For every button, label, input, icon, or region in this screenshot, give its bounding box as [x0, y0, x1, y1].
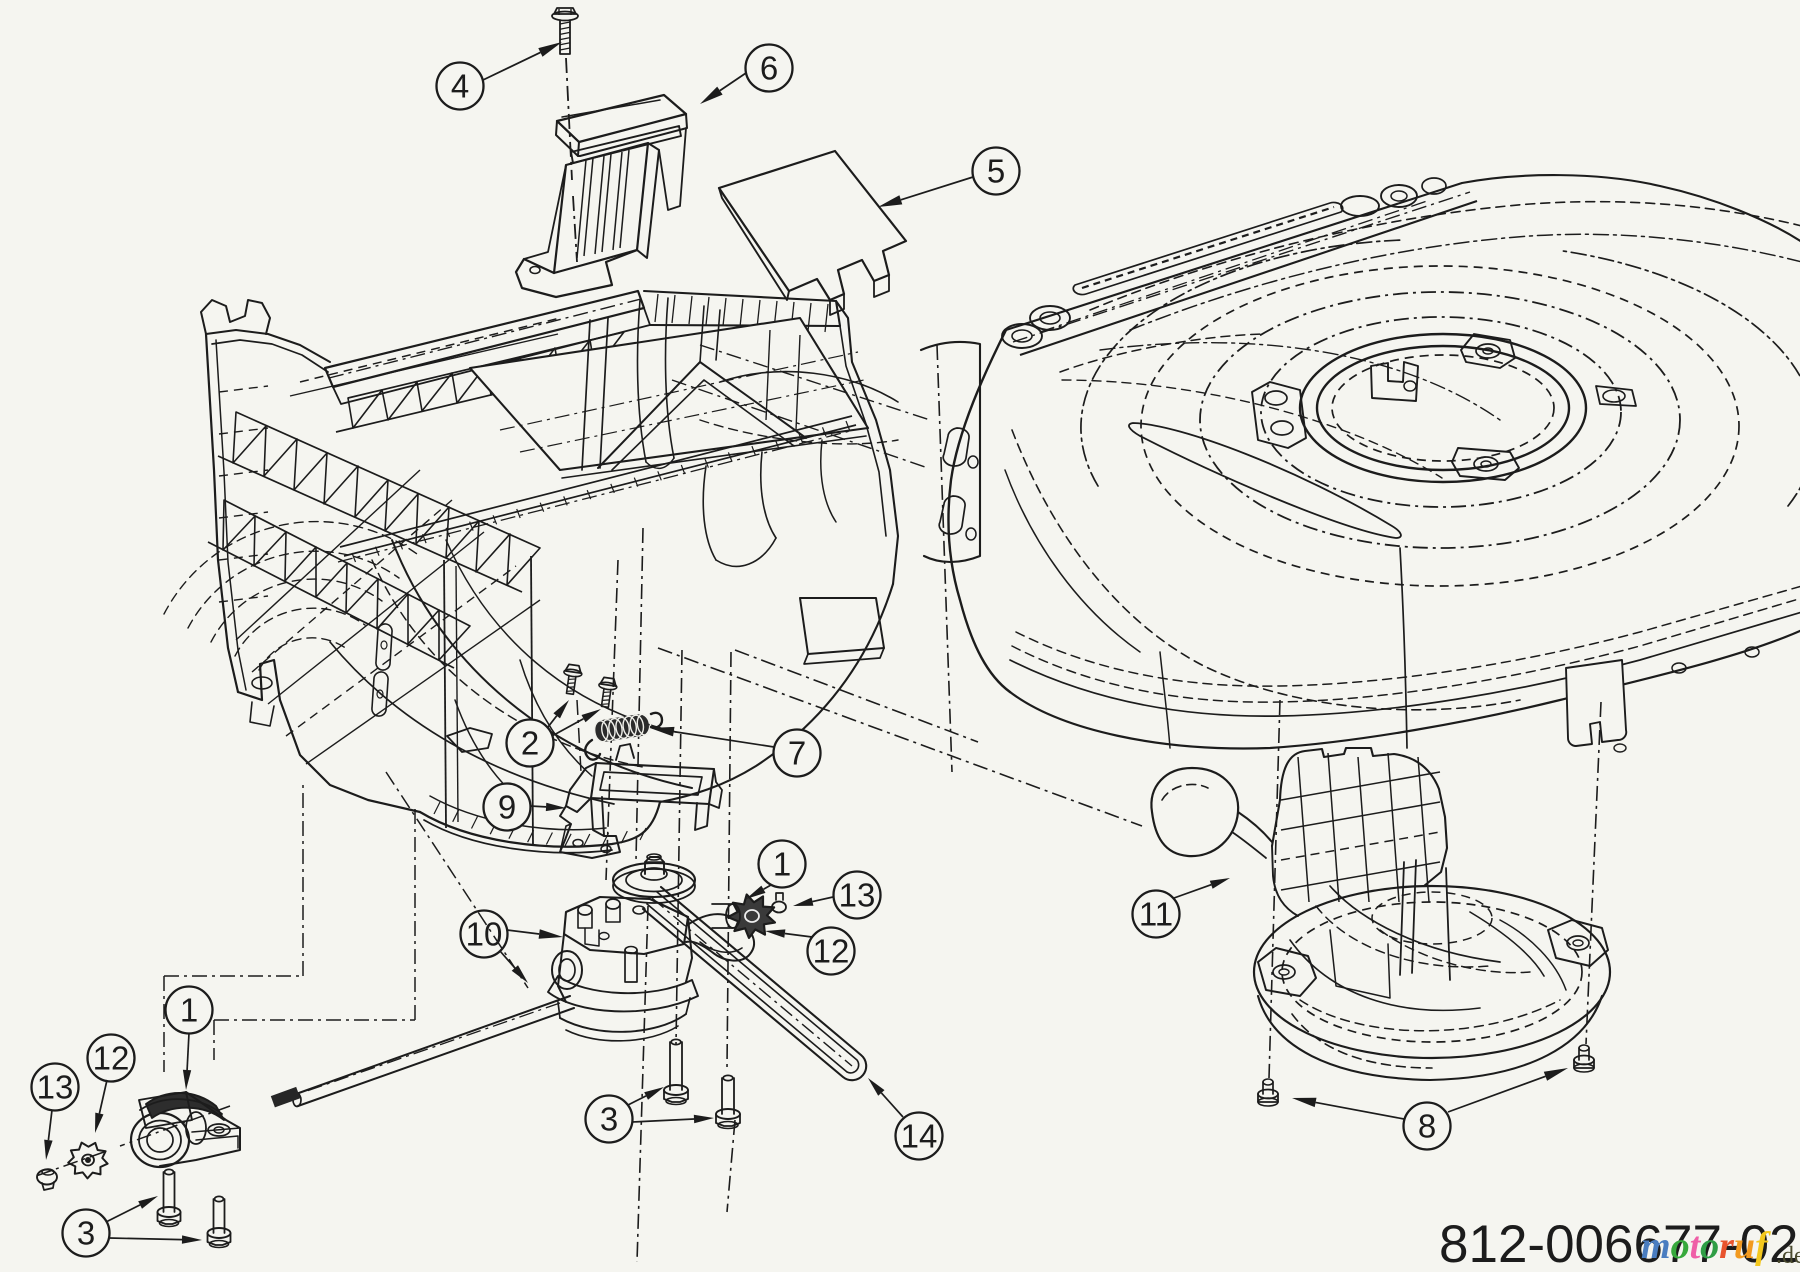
svg-text:6: 6 — [760, 50, 778, 87]
svg-text:8: 8 — [1418, 1108, 1436, 1145]
svg-text:13: 13 — [839, 877, 876, 914]
svg-text:5: 5 — [987, 153, 1005, 190]
svg-text:3: 3 — [600, 1101, 618, 1138]
svg-text:2: 2 — [521, 725, 539, 762]
svg-text:812-006677-02: 812-006677-02 — [1439, 1215, 1799, 1272]
svg-text:.de: .de — [1776, 1243, 1800, 1269]
svg-text:12: 12 — [93, 1040, 130, 1077]
svg-text:motoruf: motoruf — [1641, 1225, 1771, 1267]
svg-text:1: 1 — [773, 846, 791, 883]
svg-text:11: 11 — [1139, 896, 1173, 933]
svg-text:9: 9 — [498, 789, 516, 826]
svg-text:3: 3 — [77, 1215, 95, 1252]
svg-text:4: 4 — [451, 68, 469, 105]
svg-text:14: 14 — [901, 1118, 938, 1155]
svg-text:7: 7 — [788, 735, 806, 772]
svg-text:12: 12 — [813, 933, 850, 970]
svg-text:1: 1 — [180, 992, 198, 1029]
svg-text:13: 13 — [37, 1069, 74, 1106]
